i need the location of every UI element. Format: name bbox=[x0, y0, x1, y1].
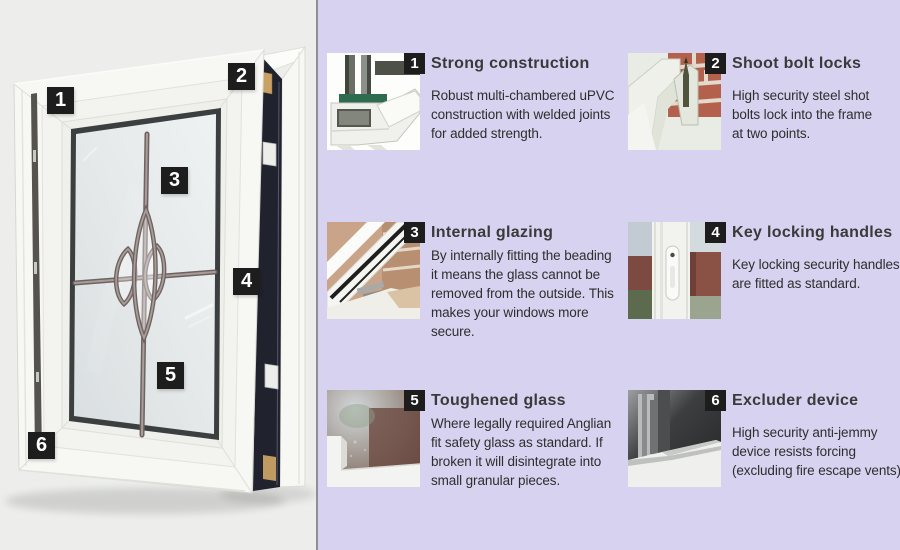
hinge-pin-3 bbox=[36, 372, 39, 382]
diagram-marker-2: 2 bbox=[228, 63, 255, 90]
feature-number-badge: 3 bbox=[404, 222, 425, 243]
feature-title: Toughened glass bbox=[431, 392, 566, 409]
feature-number-badge: 5 bbox=[404, 390, 425, 411]
hinge-channel bbox=[31, 93, 42, 458]
feature-toughened-glass: 5 Toughened glass Where legally required… bbox=[327, 390, 617, 550]
hinge-pin-1 bbox=[33, 150, 36, 162]
fixed-frame-jamb bbox=[279, 45, 306, 488]
upvc-profile-cross-section-image bbox=[327, 53, 420, 150]
diagram-marker-5: 5 bbox=[157, 362, 184, 389]
feature-key-locking-handles: 4 Key locking handles Key locking securi… bbox=[628, 222, 900, 382]
leadwork bbox=[72, 131, 218, 438]
features-panel: 1 Strong construction Robust multi-chamb… bbox=[318, 0, 900, 550]
diagram-marker-3: 3 bbox=[161, 167, 188, 194]
shoot-bolt-keep-lower bbox=[264, 363, 279, 390]
frame-hardware-bottom bbox=[263, 455, 276, 481]
feature-shoot-bolt-locks: 2 Shoot bolt locks High security steel s… bbox=[628, 53, 900, 213]
feature-description: Where legally required Anglian fit safet… bbox=[431, 416, 612, 488]
feature-description: High security anti-jemmy device resists … bbox=[732, 425, 900, 478]
feature-excluder-device: 6 Excluder device High security anti-jem… bbox=[628, 390, 900, 550]
feature-description: Robust multi-chambered uPVC construction… bbox=[431, 88, 615, 141]
glass-glint-2 bbox=[188, 316, 210, 328]
feature-number-badge: 6 bbox=[705, 390, 726, 411]
panel-divider bbox=[316, 0, 318, 550]
feature-internal-glazing: 3 Internal glazing By internally fitting… bbox=[327, 222, 617, 382]
miter-top-left bbox=[13, 83, 77, 134]
feature-number-badge: 1 bbox=[404, 53, 425, 74]
shoot-bolt-keep-upper bbox=[262, 141, 277, 167]
sash-top-highlight bbox=[13, 49, 265, 85]
window-shadow bbox=[5, 488, 285, 514]
sash-bottom-crease bbox=[18, 469, 246, 492]
sash-left-crease bbox=[21, 89, 27, 467]
feature-number-badge: 2 bbox=[705, 53, 726, 74]
feature-title: Strong construction bbox=[431, 55, 590, 72]
feature-description: Key locking security handles are fitted … bbox=[732, 257, 900, 291]
feature-title: Shoot bolt locks bbox=[732, 55, 862, 72]
excluder-device-image bbox=[628, 390, 721, 487]
diagram-marker-1: 1 bbox=[47, 87, 74, 114]
feature-number-badge: 4 bbox=[705, 222, 726, 243]
glass-glint-3 bbox=[83, 147, 97, 161]
toughened-glass-image bbox=[327, 390, 420, 487]
diagram-marker-4: 4 bbox=[233, 268, 260, 295]
diagram-marker-6: 6 bbox=[28, 432, 55, 459]
feature-title: Internal glazing bbox=[431, 224, 554, 241]
feature-title: Excluder device bbox=[732, 392, 859, 409]
feature-description: High security steel shot bolts lock into… bbox=[732, 88, 873, 141]
miter-bottom-right bbox=[213, 434, 253, 494]
feature-strong-construction: 1 Strong construction Robust multi-chamb… bbox=[327, 53, 617, 213]
feature-title: Key locking handles bbox=[732, 224, 893, 241]
glass-glint-1 bbox=[184, 303, 214, 320]
window-diagram-panel: 1 2 3 4 5 6 bbox=[0, 0, 316, 550]
hinge-pin-2 bbox=[34, 262, 37, 274]
gap-highlight bbox=[276, 81, 280, 486]
internal-glazing-image bbox=[327, 222, 420, 319]
window-illustration bbox=[5, 45, 316, 514]
feature-description: By internally fitting the beading it mea… bbox=[431, 248, 614, 339]
